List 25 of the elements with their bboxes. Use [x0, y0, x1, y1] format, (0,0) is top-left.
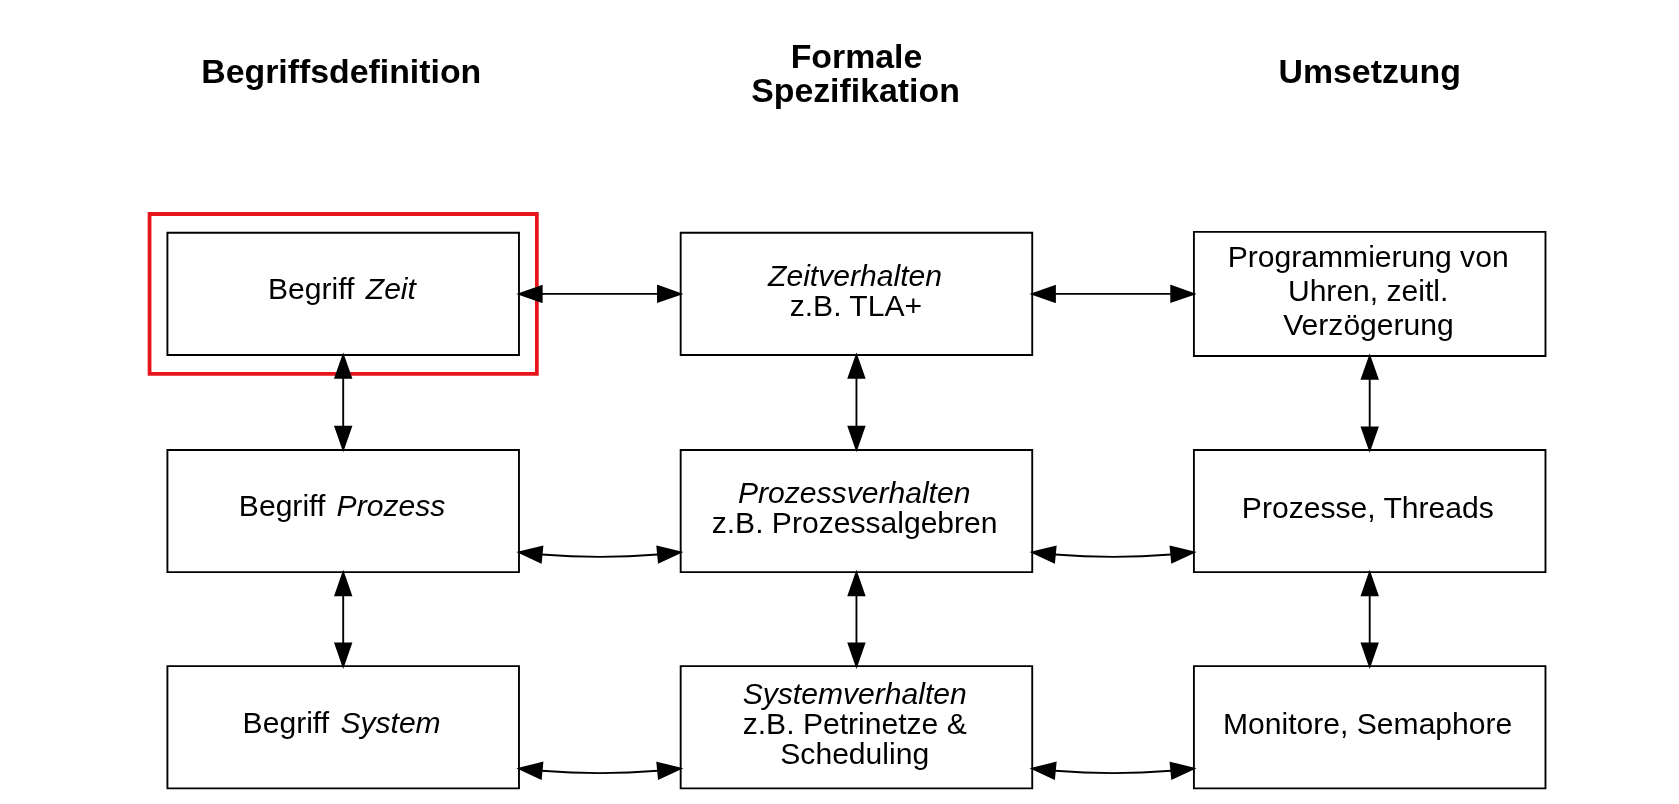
arrow — [515, 761, 683, 780]
node-box: Prozesse, Threads — [1192, 449, 1546, 574]
label: Formale Spezifikation — [750, 37, 960, 109]
node-box: Begriff Prozess — [166, 449, 520, 574]
arrow — [1359, 353, 1379, 453]
arrow — [515, 284, 683, 304]
arrow — [846, 352, 866, 453]
arrow — [1029, 284, 1197, 304]
node-box: Begriff System — [166, 665, 520, 790]
arrow — [515, 545, 683, 564]
arrow — [1029, 545, 1197, 564]
arrow — [333, 352, 352, 453]
cluster — [147, 212, 539, 376]
arrow — [1359, 569, 1379, 669]
label: Begriffsdefinition — [200, 52, 481, 91]
node-box: Zeitverhalten z.B. TLA+ — [679, 231, 1033, 356]
arrow — [333, 569, 352, 669]
label: Umsetzung — [1278, 52, 1461, 91]
node-box: Systemverhalten z.B. Petrinetze & Scheduling — [679, 665, 1033, 790]
arrow — [1029, 761, 1197, 780]
node-box: Prozessverhalten z.B. Prozessalgebren — [679, 449, 1033, 574]
node-box: Monitore, Semaphore — [1192, 665, 1546, 790]
arrow — [846, 569, 866, 669]
node-box: Begriff Zeit — [166, 231, 520, 356]
node-box: Programmierung von Uhren, zeitl. Verzögerung — [1192, 230, 1546, 357]
